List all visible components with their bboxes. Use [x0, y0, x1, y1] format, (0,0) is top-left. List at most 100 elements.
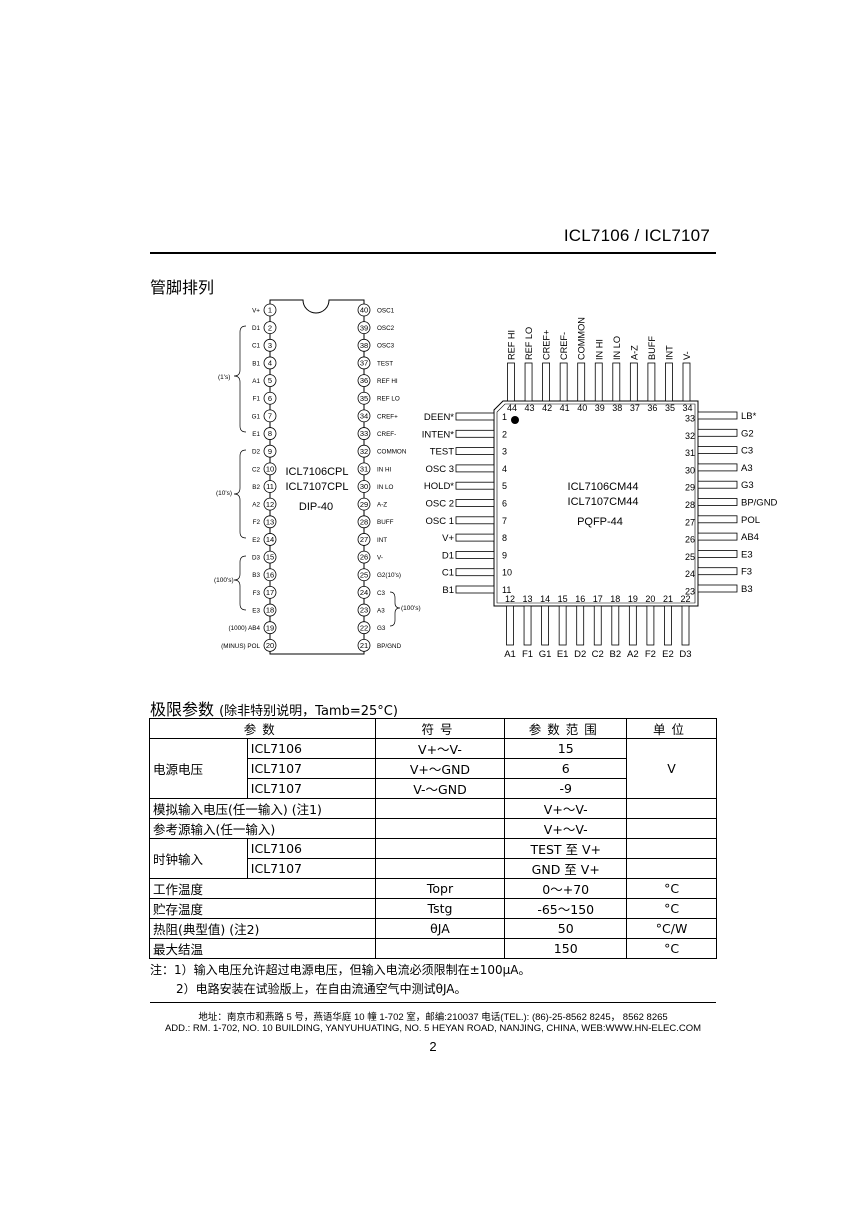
pqfp-pin-number: 9 [502, 550, 507, 560]
pqfp-pin-lead [611, 605, 620, 646]
supply-label: 电源电压 [149, 738, 248, 799]
dip-pin-label: D1 [252, 325, 261, 332]
pqfp-pin-lead [455, 499, 495, 507]
dip-pin-number: 15 [266, 553, 274, 562]
table-row: 时钟输入 ICL7106 TEST 至 V+ [149, 838, 717, 879]
pqfp-pin-number: 25 [685, 552, 695, 562]
pqfp-pin-lead [682, 362, 691, 402]
pqfp-pin-label: G2 [741, 428, 754, 439]
dip-pin-circle [357, 603, 371, 617]
dip-pin-circle [357, 321, 371, 335]
dip-pin-label: CREF+ [377, 413, 398, 420]
value-cell: 150 [504, 938, 628, 959]
pqfp-pin-number: 44 [507, 403, 517, 413]
pqfp-pin-lead [697, 446, 738, 455]
limits-heading: 极限参数 (除非特别说明，Tamb=25°C) [150, 696, 398, 720]
pqfp-pin-number: 12 [505, 594, 515, 604]
symbol-cell [374, 798, 506, 819]
dip-pin-label: A1 [252, 378, 260, 385]
dip-package-label: DIP-40 [299, 501, 333, 513]
dip-pin-circle [357, 586, 371, 599]
pqfp-pin-label: LB* [741, 411, 757, 422]
dip-pin-number: 33 [360, 429, 368, 438]
symbol-cell [374, 818, 506, 839]
pqfp-pin-label: E2 [662, 649, 674, 660]
dip-pin-circle [263, 603, 277, 617]
value-cell: TEST 至 V+ [504, 838, 628, 859]
pqfp-pin-label: REF HI [507, 330, 517, 360]
dip-pin-number: 6 [268, 394, 272, 403]
pqfp-pin-number: 31 [685, 448, 695, 458]
table-row: 最大结温 150 °C [149, 938, 717, 959]
pqfp-pin-lead [455, 447, 495, 456]
pqfp-pin-label: IN LO [612, 336, 622, 360]
dip-pin-circle [263, 638, 277, 652]
dip-pin-label: F2 [253, 519, 261, 526]
dip-pin-label: OSC2 [377, 325, 395, 332]
dip-pin-circle [357, 374, 371, 388]
dip-pin-label: CREF- [377, 431, 396, 438]
pqfp-pin-lead [697, 480, 738, 489]
dip-pin-label: REF HI [377, 378, 398, 385]
pqfp-pin-number: 21 [663, 594, 673, 604]
dip-pin-number: 25 [360, 570, 368, 579]
pin1-marker [511, 416, 519, 424]
dip-pin-number: 39 [360, 323, 368, 332]
dip-pin-number: 36 [360, 376, 368, 385]
pqfp-pin-label: A2 [627, 649, 639, 660]
dip-pin-circle [357, 515, 371, 529]
document-header-title: ICL7106 / ICL7107 [563, 226, 710, 245]
dip-pin-circle [263, 321, 277, 335]
pqfp-pin-label: INTEN* [422, 429, 455, 440]
pqfp-pin-label: CREF- [559, 332, 569, 360]
pqfp-pin-lead [697, 515, 738, 524]
dip-pin-label: E1 [252, 431, 260, 438]
dip-pin-number: 18 [266, 606, 274, 615]
dip-left-pins: 1V+2D13C14B15A16F17G18E19D210C211B212A21… [221, 303, 277, 652]
pqfp-pin-label: V- [682, 351, 692, 360]
pqfp-pin-number: 34 [682, 403, 692, 413]
pqfp-pin-number: 38 [612, 403, 622, 413]
symbol-cell: V+～V- [374, 738, 506, 759]
dip-pin-circle [357, 550, 371, 564]
dip-pin-circle [357, 638, 371, 652]
pqfp-pin-number: 14 [540, 594, 550, 604]
dip-pin-circle [263, 338, 277, 352]
dip-pin-circle [263, 497, 277, 511]
dip-pin-circle [357, 621, 371, 635]
dip-pin-number: 35 [360, 394, 368, 403]
dip-pin-label: A-Z [377, 502, 387, 509]
value-cell: 6 [504, 758, 628, 779]
dip-pin-circle [263, 409, 277, 423]
dip-pin-number: 10 [266, 464, 274, 473]
pqfp-pin-number: 43 [525, 403, 535, 413]
dip-pin-label: BUFF [377, 519, 394, 526]
pqfp-pin-label: OSC 2 [425, 499, 454, 510]
pqfp-pin-lead [523, 605, 532, 646]
dip-pin-circle [263, 533, 277, 546]
dip-body [269, 299, 365, 655]
header-symbol: 符号 [374, 718, 506, 739]
pqfp-pin-label: DEEN* [424, 412, 454, 423]
pqfp-pin-label: F1 [522, 649, 533, 660]
pqfp-pin-lead [455, 585, 495, 594]
dip-pin-label: IN HI [377, 466, 392, 473]
dip40-diagram: ICL7106CPL ICL7107CPL DIP-40 1V+2D13C14B… [214, 299, 421, 655]
dip-pin-circle [263, 444, 277, 458]
brace-hundreds-right [389, 591, 401, 627]
pqfp-pin-label: D3 [679, 649, 691, 660]
pqfp-pin-label: D2 [574, 649, 586, 660]
dip-pin-number: 24 [360, 588, 368, 597]
brace-tens [233, 449, 247, 539]
pqfp-pin-lead [506, 605, 514, 646]
dip-pin-circle [263, 303, 277, 317]
dip-pin-circle [357, 444, 371, 458]
pqfp-pin-number: 30 [685, 465, 695, 475]
group-label-hundreds-right: (100's) [401, 605, 421, 612]
table-header-row: 参数 符号 参数范围 单位 [149, 718, 717, 739]
pqfp-pin-label: POL [741, 515, 760, 526]
pqfp-pin-number: 4 [502, 464, 507, 474]
pqfp-pin-number: 27 [685, 517, 695, 527]
pqfp-right-pins: LB*33G232C331A330G329BP/GND28POL27AB426E… [685, 411, 778, 597]
